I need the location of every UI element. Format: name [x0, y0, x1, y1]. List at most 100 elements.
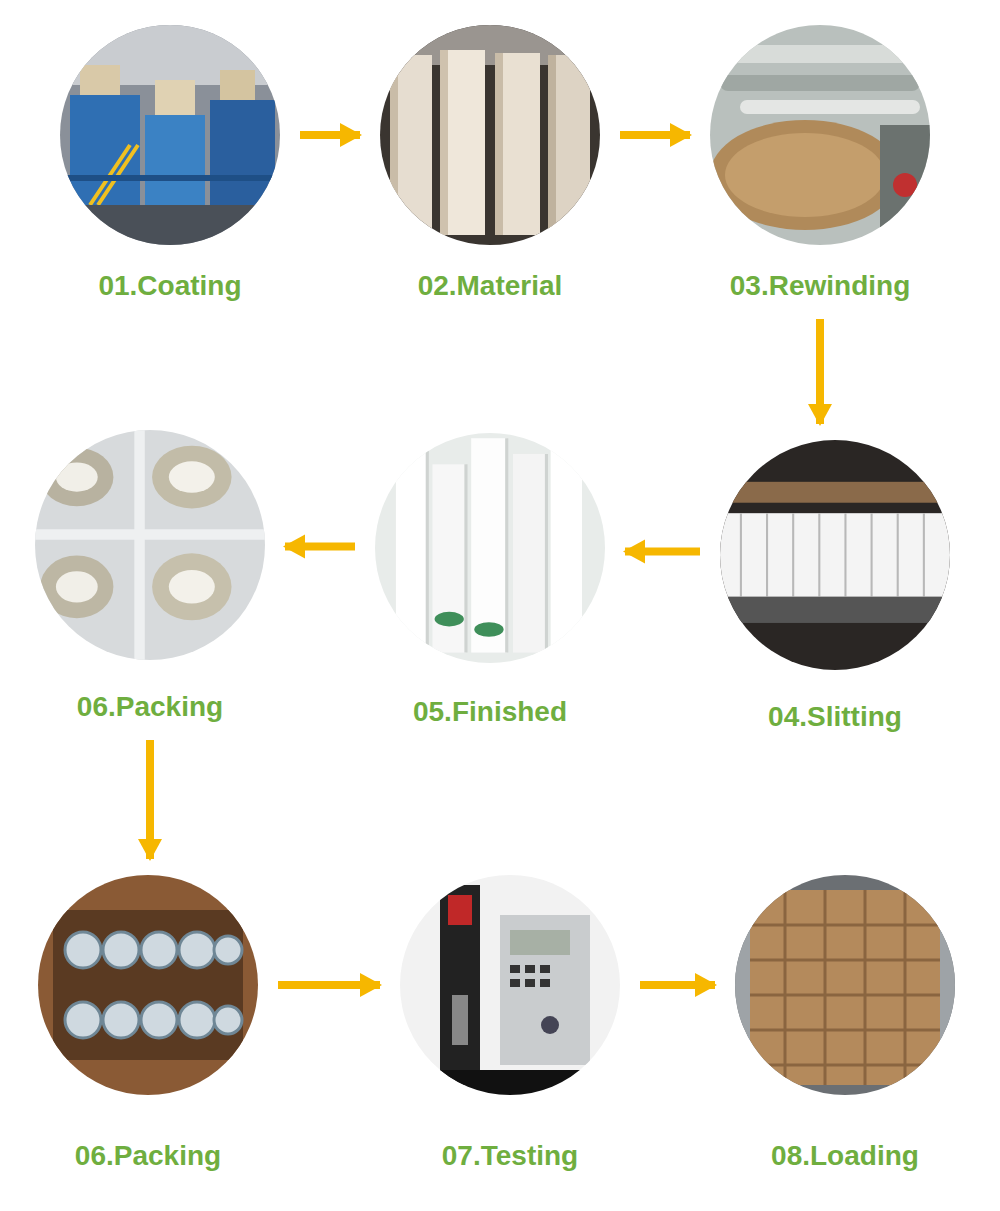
process-step: 06.Packing	[31, 430, 269, 724]
photo-shape	[400, 875, 620, 1095]
step-photo	[38, 875, 258, 1095]
flow-arrow	[816, 319, 824, 424]
photo-shape	[400, 1070, 620, 1095]
photo-shape	[540, 979, 550, 987]
photo-shape	[525, 979, 535, 987]
step-photo	[380, 25, 600, 245]
photo-shape	[380, 25, 600, 245]
photo-shape	[141, 1002, 177, 1038]
process-step: 03.Rewinding	[706, 25, 934, 303]
photo-shape	[735, 875, 955, 1095]
photo-shape	[38, 875, 258, 1095]
photo-shape	[735, 875, 750, 1095]
photo-shape	[433, 464, 466, 652]
photo-shape	[735, 875, 955, 1095]
step-label: 08.Loading	[731, 1139, 959, 1173]
flow-arrow	[278, 981, 380, 989]
photo-shape	[540, 965, 550, 973]
photo-shape	[720, 440, 950, 670]
photo-shape	[750, 890, 940, 1085]
photo-shape	[210, 100, 275, 205]
photo-shape	[53, 910, 243, 1060]
step-label: 01.Coating	[56, 269, 284, 303]
photo-shape	[70, 95, 140, 205]
flow-arrow	[620, 131, 690, 139]
photo-shape	[513, 454, 546, 653]
photo-shape	[214, 1006, 242, 1034]
photo-shape	[152, 446, 231, 509]
step-photo	[710, 25, 930, 245]
flow-arrow	[625, 548, 700, 556]
process-step: 01.Coating	[56, 25, 284, 303]
photo-shape	[103, 1002, 139, 1038]
step-photo	[35, 430, 265, 660]
photo-shape	[495, 53, 503, 235]
photo-shape	[551, 446, 582, 653]
photo-shape	[474, 622, 503, 637]
photo-shape	[452, 995, 468, 1045]
photo-shape	[548, 55, 590, 235]
flow-arrow	[146, 740, 154, 859]
photo-shape	[435, 612, 464, 627]
photo-shape	[541, 1016, 559, 1034]
photo-shape	[880, 125, 930, 235]
photo-shape	[60, 25, 280, 245]
process-step: 07.Testing	[396, 875, 624, 1173]
step-photo	[735, 875, 955, 1095]
photo-shape	[60, 175, 280, 181]
photo-shape	[710, 25, 930, 245]
photo-shape	[500, 915, 590, 1065]
photo-shape	[440, 50, 448, 235]
process-step: 08.Loading	[731, 875, 959, 1173]
process-step: 06.Packing	[34, 875, 262, 1173]
photo-shape	[720, 482, 950, 503]
photo-shape	[35, 430, 265, 660]
photo-shape	[720, 440, 950, 670]
photo-shape	[400, 875, 620, 1095]
photo-shape	[448, 895, 472, 925]
photo-shape	[65, 932, 101, 968]
photo-shape	[730, 45, 920, 63]
photo-shape	[40, 555, 113, 618]
photo-shape	[440, 50, 485, 235]
process-step: 05.Finished	[371, 433, 609, 729]
photo-shape	[710, 120, 900, 230]
photo-shape	[390, 55, 432, 235]
photo-shape	[510, 965, 550, 987]
photo-shape	[427, 438, 546, 652]
photo-shape	[60, 25, 280, 245]
photo-shape	[103, 932, 139, 968]
photo-shape	[65, 932, 242, 1038]
step-photo	[375, 433, 605, 663]
photo-shape	[396, 443, 427, 652]
photo-shape	[495, 53, 540, 235]
flow-arrow	[300, 131, 360, 139]
photo-shape	[390, 55, 398, 235]
step-label: 05.Finished	[371, 695, 609, 729]
photo-shape	[141, 932, 177, 968]
photo-shape	[893, 173, 917, 197]
photo-shape	[510, 965, 520, 973]
photo-shape	[65, 1002, 101, 1038]
photo-shape	[169, 570, 215, 603]
photo-shape	[471, 438, 507, 652]
photo-shape	[940, 875, 955, 1095]
photo-shape	[152, 553, 231, 620]
photo-shape	[60, 205, 280, 245]
photo-shape	[35, 430, 265, 660]
step-photo	[60, 25, 280, 245]
step-label: 04.Slitting	[716, 700, 954, 734]
photo-shape	[380, 25, 600, 245]
photo-shape	[750, 890, 940, 1085]
photo-shape	[375, 433, 605, 663]
photo-shape	[740, 100, 920, 114]
photo-shape	[525, 965, 535, 973]
flow-arrow	[640, 981, 715, 989]
photo-shape	[510, 930, 570, 955]
photo-shape	[145, 115, 205, 205]
photo-shape	[440, 885, 480, 1085]
step-label: 02.Material	[376, 269, 604, 303]
photo-shape	[179, 1002, 215, 1038]
photo-shape	[214, 936, 242, 964]
photo-shape	[56, 571, 98, 602]
